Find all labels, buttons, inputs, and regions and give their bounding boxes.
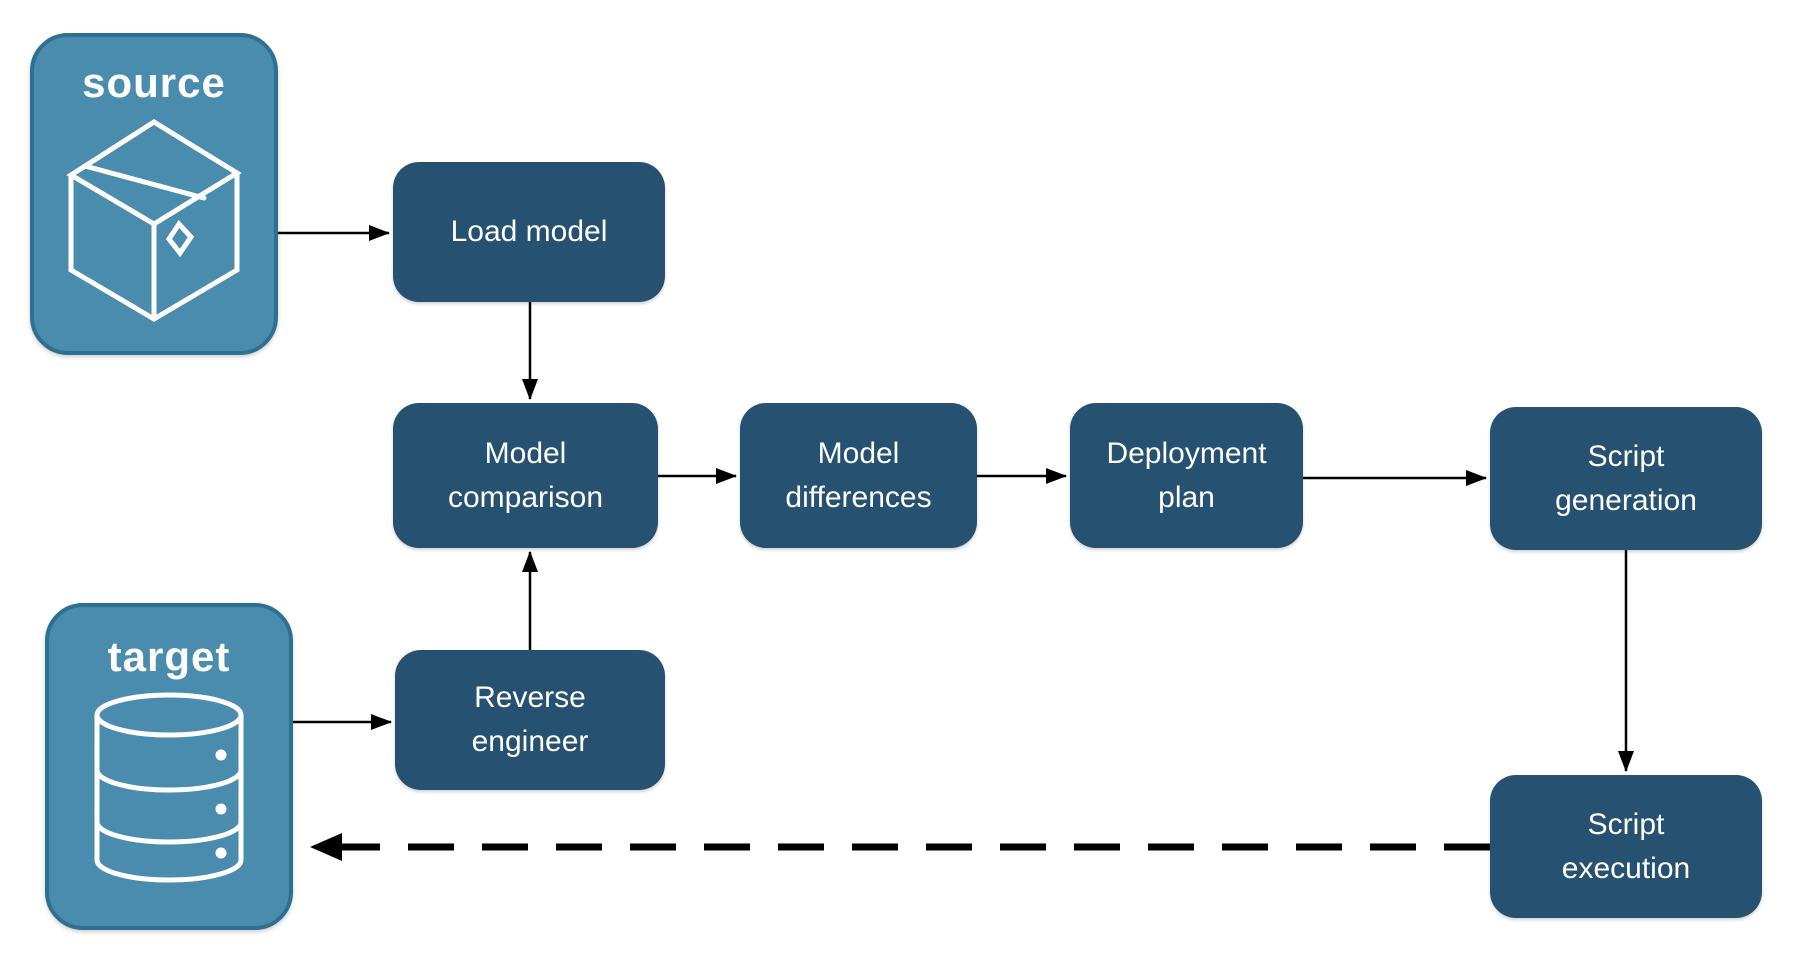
node-script-generation-label: Script generation [1555,439,1697,517]
node-script-execution: Script execution [1490,775,1762,918]
node-load-model-label: Load model [450,215,608,248]
node-script-execution-label: Script execution [1561,807,1691,885]
database-icon [94,692,244,883]
target-title: target [107,633,231,680]
node-load-model: Load model [393,162,665,302]
node-deployment-plan: Deployment plan [1070,403,1303,548]
node-model-comparison-label: Model comparison [447,436,604,514]
container-target: target [45,603,293,930]
node-reverse-engineer: Reverse engineer [395,650,665,790]
package-icon [66,119,242,322]
node-reverse-engineer-label: Reverse engineer [471,681,589,758]
container-source: source [30,33,278,355]
node-model-differences: Model differences [740,403,977,548]
node-model-comparison: Model comparison [393,403,658,548]
node-deployment-plan-label: Deployment plan [1106,436,1267,514]
source-title: source [82,59,226,106]
node-model-differences-label: Model differences [785,436,932,514]
node-script-generation: Script generation [1490,407,1762,550]
